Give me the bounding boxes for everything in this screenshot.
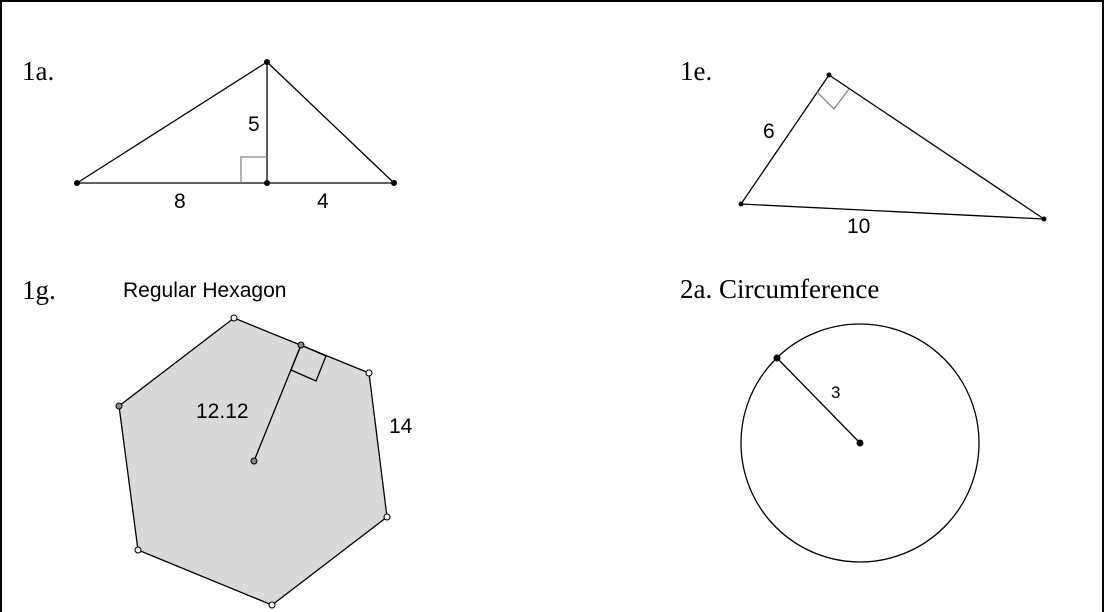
center-point xyxy=(856,439,864,447)
foot-point xyxy=(264,180,270,186)
problem-1e-label: 1e. xyxy=(680,56,712,86)
vertex-point xyxy=(74,180,80,186)
problem-1a: 1a. 5 8 4 xyxy=(22,56,397,213)
vertex-point xyxy=(391,180,397,186)
vertex-point xyxy=(264,59,270,65)
apothem-label: 12.12 xyxy=(196,400,249,423)
side-label: 14 xyxy=(389,415,413,438)
problem-1a-label: 1a. xyxy=(22,56,54,86)
right-angle-marker xyxy=(290,344,327,382)
circle xyxy=(740,323,980,563)
triangle-1a xyxy=(76,61,395,184)
radius-label: 3 xyxy=(831,383,840,402)
leg-label: 6 xyxy=(763,120,775,143)
base-right-label: 4 xyxy=(317,190,329,213)
problem-1g: 1g. Regular Hexagon 12.12 14 xyxy=(22,275,413,609)
right-angle-marker xyxy=(816,88,850,110)
vertex-point xyxy=(1041,216,1047,222)
height-label: 5 xyxy=(248,113,260,136)
problem-1e: 1e. 6 10 xyxy=(680,56,1047,238)
midpoint xyxy=(297,341,305,349)
problem-1g-label: 1g. xyxy=(22,275,56,305)
triangle-1e xyxy=(740,74,1045,220)
vertex-point xyxy=(134,546,142,554)
vertex-point xyxy=(826,72,832,78)
vertex-point xyxy=(383,513,391,521)
vertex-point xyxy=(230,314,238,322)
center-point xyxy=(250,457,258,465)
vertex-point xyxy=(268,601,276,609)
problem-2a: 2a. Circumference 3 xyxy=(680,274,980,563)
base-left-label: 8 xyxy=(174,190,186,213)
circle-point xyxy=(773,354,781,362)
radius-line xyxy=(776,357,861,444)
problem-2a-label: 2a. Circumference xyxy=(680,274,879,304)
right-angle-marker xyxy=(240,156,267,183)
hypotenuse-label: 10 xyxy=(847,215,870,238)
vertex-point xyxy=(738,201,744,207)
hexagon-title: Regular Hexagon xyxy=(123,279,286,302)
vertex-point xyxy=(115,402,123,410)
vertex-point xyxy=(365,369,373,377)
